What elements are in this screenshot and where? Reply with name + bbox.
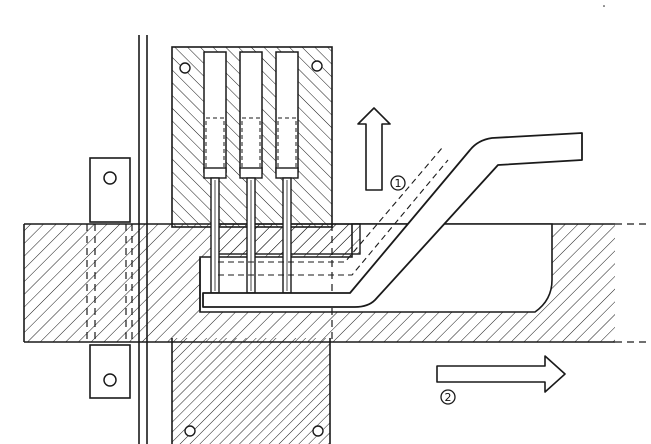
screw-icon (179, 62, 191, 74)
speck (603, 5, 605, 7)
pin-channels (203, 51, 299, 173)
arrow-up (357, 107, 391, 191)
left-clamp-upper (89, 157, 131, 223)
workpiece (199, 132, 583, 310)
screw-icon (184, 425, 196, 437)
step-marker-1: 1 (390, 175, 406, 191)
clamp-screw-icon (103, 373, 117, 387)
screw-icon (311, 60, 323, 72)
screw-icon (312, 425, 324, 437)
step-label-1: 1 (395, 177, 402, 190)
step-marker-2: 2 (440, 389, 456, 405)
left-clamp-lower (89, 344, 131, 399)
step-label-2: 2 (445, 391, 452, 404)
ejector-pin-2 (239, 117, 263, 294)
arrow-right (436, 355, 566, 393)
clamp-screw-icon (103, 171, 117, 185)
ejector-pin-1 (203, 117, 227, 294)
hidden-lines (86, 224, 333, 342)
lower-block (171, 338, 331, 444)
